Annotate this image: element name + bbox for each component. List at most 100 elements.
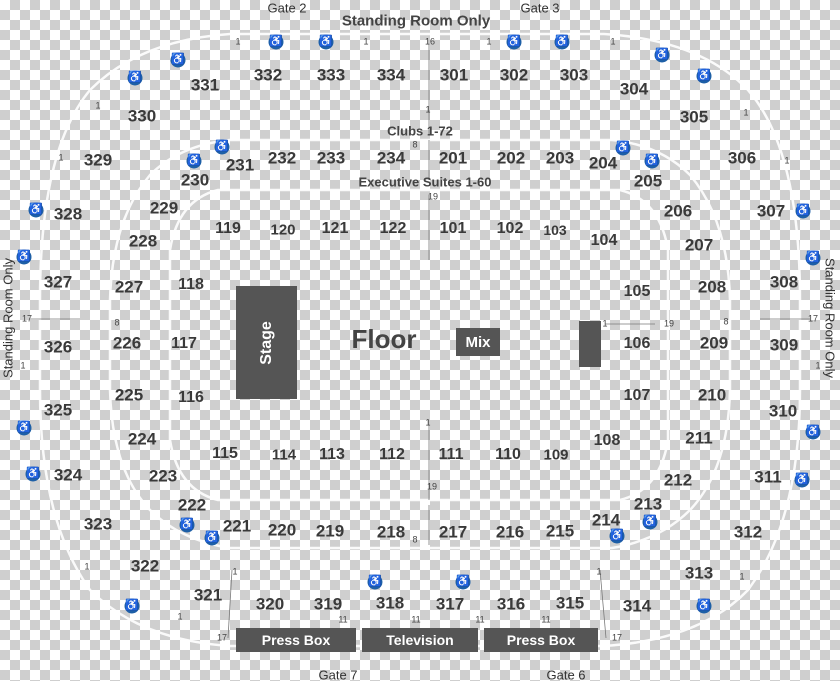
side-stage-block xyxy=(579,321,601,367)
section-328[interactable]: 328 xyxy=(53,204,83,224)
section-107[interactable]: 107 xyxy=(623,387,651,404)
section-312[interactable]: 312 xyxy=(733,522,763,542)
section-224[interactable]: 224 xyxy=(127,429,157,449)
section-323[interactable]: 323 xyxy=(83,514,113,534)
section-320[interactable]: 320 xyxy=(255,594,285,614)
section-121[interactable]: 121 xyxy=(321,220,349,237)
section-319[interactable]: 319 xyxy=(313,594,343,614)
row-marker: 17 xyxy=(807,313,819,324)
section-326[interactable]: 326 xyxy=(43,337,73,357)
section-302[interactable]: 302 xyxy=(499,65,529,85)
section-213[interactable]: 213 xyxy=(633,494,663,514)
section-101[interactable]: 101 xyxy=(439,220,467,237)
section-219[interactable]: 219 xyxy=(315,521,345,541)
section-116[interactable]: 116 xyxy=(178,389,204,406)
section-207[interactable]: 207 xyxy=(684,235,714,255)
section-308[interactable]: 308 xyxy=(769,272,799,292)
section-201[interactable]: 201 xyxy=(438,148,468,168)
section-331[interactable]: 331 xyxy=(190,75,220,95)
section-321[interactable]: 321 xyxy=(193,585,223,605)
section-304[interactable]: 304 xyxy=(619,79,649,99)
gate-2-label: Gate 2 xyxy=(267,0,307,16)
section-228[interactable]: 228 xyxy=(128,231,158,251)
section-330[interactable]: 330 xyxy=(127,106,157,126)
section-309[interactable]: 309 xyxy=(769,335,799,355)
section-313[interactable]: 313 xyxy=(684,563,714,583)
section-215[interactable]: 215 xyxy=(545,521,575,541)
section-115[interactable]: 115 xyxy=(212,445,238,462)
section-301[interactable]: 301 xyxy=(439,65,469,85)
section-305[interactable]: 305 xyxy=(679,107,709,127)
section-122[interactable]: 122 xyxy=(379,220,407,237)
section-103[interactable]: 103 xyxy=(543,222,567,238)
section-227[interactable]: 227 xyxy=(114,277,144,297)
section-209[interactable]: 209 xyxy=(699,333,729,353)
section-222[interactable]: 222 xyxy=(177,495,207,515)
section-333[interactable]: 333 xyxy=(316,65,346,85)
wheelchair-icon: ♿ xyxy=(654,47,670,63)
section-220[interactable]: 220 xyxy=(267,520,297,540)
section-225[interactable]: 225 xyxy=(114,385,144,405)
section-230[interactable]: 230 xyxy=(180,170,210,190)
section-105[interactable]: 105 xyxy=(623,283,651,300)
section-232[interactable]: 232 xyxy=(267,148,297,168)
section-118[interactable]: 118 xyxy=(178,276,204,293)
section-218[interactable]: 218 xyxy=(376,522,406,542)
section-211[interactable]: 211 xyxy=(685,428,713,448)
section-303[interactable]: 303 xyxy=(559,65,589,85)
row-marker: 1 xyxy=(232,566,238,577)
section-109[interactable]: 109 xyxy=(543,446,569,464)
section-112[interactable]: 112 xyxy=(379,446,405,463)
section-216[interactable]: 216 xyxy=(495,522,525,542)
section-223[interactable]: 223 xyxy=(148,466,178,486)
section-231[interactable]: 231 xyxy=(225,155,255,175)
section-233[interactable]: 233 xyxy=(316,148,346,168)
section-327[interactable]: 327 xyxy=(43,272,73,292)
section-206[interactable]: 206 xyxy=(663,201,693,221)
section-203[interactable]: 203 xyxy=(545,148,575,168)
section-226[interactable]: 226 xyxy=(112,333,142,353)
section-110[interactable]: 110 xyxy=(495,446,521,463)
section-204[interactable]: 204 xyxy=(588,153,618,173)
section-106[interactable]: 106 xyxy=(623,335,651,352)
section-210[interactable]: 210 xyxy=(697,385,727,405)
section-117[interactable]: 117 xyxy=(171,335,197,352)
section-325[interactable]: 325 xyxy=(43,400,73,420)
section-111[interactable]: 111 xyxy=(438,446,464,463)
section-214[interactable]: 214 xyxy=(591,510,621,530)
row-marker: 1 xyxy=(784,155,790,166)
section-205[interactable]: 205 xyxy=(633,171,663,191)
wheelchair-icon: ♿ xyxy=(204,530,220,546)
section-104[interactable]: 104 xyxy=(590,232,618,249)
section-212[interactable]: 212 xyxy=(663,470,693,490)
section-329[interactable]: 329 xyxy=(83,150,113,170)
section-322[interactable]: 322 xyxy=(130,556,160,576)
section-315[interactable]: 315 xyxy=(555,593,585,613)
row-marker: 1 xyxy=(596,566,602,577)
section-114[interactable]: 114 xyxy=(271,446,297,464)
section-234[interactable]: 234 xyxy=(376,148,406,168)
section-318[interactable]: 318 xyxy=(375,593,405,613)
section-316[interactable]: 316 xyxy=(496,594,526,614)
row-marker: 1 xyxy=(610,36,616,47)
section-314[interactable]: 314 xyxy=(622,596,652,616)
section-208[interactable]: 208 xyxy=(697,277,727,297)
section-202[interactable]: 202 xyxy=(496,148,526,168)
section-324[interactable]: 324 xyxy=(53,465,83,485)
section-311[interactable]: 311 xyxy=(754,467,782,487)
section-120[interactable]: 120 xyxy=(270,221,296,239)
section-306[interactable]: 306 xyxy=(727,148,757,168)
section-221[interactable]: 221 xyxy=(222,516,252,536)
section-108[interactable]: 108 xyxy=(593,432,621,449)
section-310[interactable]: 310 xyxy=(768,401,798,421)
section-217[interactable]: 217 xyxy=(438,522,468,542)
section-317[interactable]: 317 xyxy=(435,594,465,614)
row-marker: 1 xyxy=(739,571,745,582)
section-332[interactable]: 332 xyxy=(253,65,283,85)
section-119[interactable]: 119 xyxy=(215,220,241,237)
section-334[interactable]: 334 xyxy=(376,65,406,85)
section-229[interactable]: 229 xyxy=(149,198,179,218)
section-102[interactable]: 102 xyxy=(496,220,524,237)
section-307[interactable]: 307 xyxy=(756,201,786,221)
section-113[interactable]: 113 xyxy=(319,446,345,463)
